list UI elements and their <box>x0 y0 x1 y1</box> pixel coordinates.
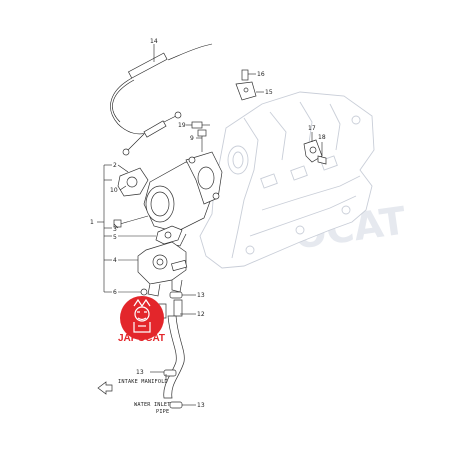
callout-4: 4 <box>113 257 117 264</box>
note-water-inlet-line2: PIPE <box>156 409 169 415</box>
bracket-17-18 <box>303 139 327 165</box>
callout-13-bottom: 13 <box>197 402 205 409</box>
note-water-inlet-line1: WATER INLET <box>134 402 171 408</box>
callout-19: 19 <box>178 122 186 129</box>
gasket-hole-icon <box>164 231 172 239</box>
front-arrow-icon <box>97 381 113 395</box>
idle-air-control-valve <box>137 241 188 297</box>
callout-15: 15 <box>265 89 273 96</box>
logo-text: JAPOCAT <box>118 333 165 344</box>
callout-12: 12 <box>197 311 205 318</box>
callout-2: 2 <box>113 162 117 169</box>
callout-18: 18 <box>318 134 326 141</box>
hose-clamp-top <box>169 291 183 299</box>
leader-lines <box>97 44 323 406</box>
throttle-cable <box>110 43 213 156</box>
callout-17: 17 <box>308 125 316 132</box>
callout-16: 16 <box>257 71 265 78</box>
callout-5: 5 <box>113 234 117 241</box>
japocat-logo: JAPOCAT <box>118 296 165 344</box>
callout-3: 3 <box>113 226 117 233</box>
intake-manifold <box>199 91 375 269</box>
callout-13-mid: 13 <box>136 369 144 376</box>
callout-1: 1 <box>90 219 94 226</box>
callout-10: 10 <box>110 187 118 194</box>
callout-9: 9 <box>190 135 194 142</box>
screw-icon <box>140 288 148 296</box>
callout-14: 14 <box>150 38 158 45</box>
bracket-15-16 <box>235 69 257 101</box>
callout-6: 6 <box>113 289 117 296</box>
hose-clamp-mid <box>163 369 177 377</box>
hose-clamp-bottom <box>169 401 183 409</box>
bolt-19 <box>191 121 210 129</box>
callout-13-top: 13 <box>197 292 205 299</box>
throttle-body <box>113 129 223 247</box>
note-intake-manifold: INTAKE MANIFOLD <box>118 379 168 385</box>
